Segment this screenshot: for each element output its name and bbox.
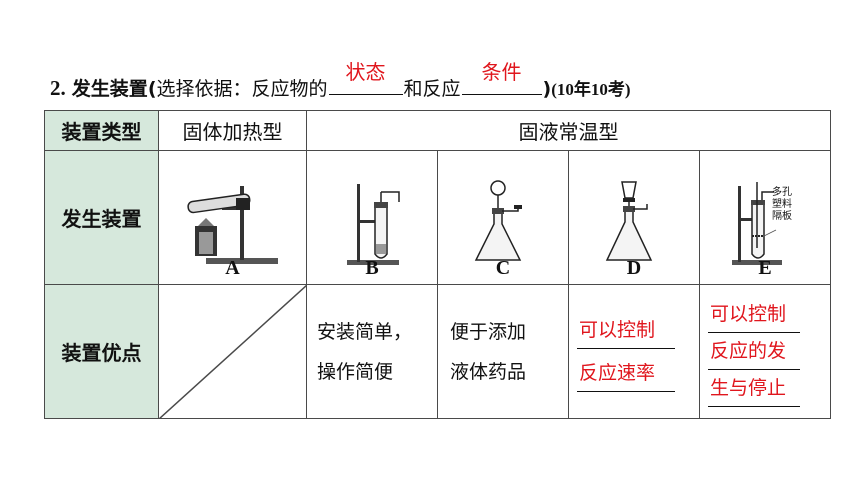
blank-condition: 条件 <box>461 60 542 95</box>
apparatus-d-diagram <box>605 180 653 261</box>
label-e: E <box>758 257 772 279</box>
row-header-type: 装置类型 <box>44 110 159 151</box>
section-title: 发生装置 <box>71 78 148 100</box>
apparatus-b: B <box>306 150 438 285</box>
apparatus-e: 多孔 塑料 隔板 E <box>699 150 831 285</box>
porous-plate-note: 多孔 塑料 隔板 <box>772 187 792 222</box>
apparatus-e-diagram <box>732 181 782 265</box>
middle-text: 和反应 <box>403 78 461 100</box>
apparatus-c-diagram <box>474 179 522 261</box>
answer-state: 状态 <box>345 60 386 84</box>
blank-state: 状态 <box>328 60 403 95</box>
apparatus-b-diagram <box>347 183 400 265</box>
section-heading: 2. 发生装置(选择依据：反应物的状态和反应条件)(10年10考) <box>50 60 850 108</box>
row-header-advantages: 装置优点 <box>44 284 159 419</box>
advantage-e: 可以控制 反应的发 生与停止 <box>699 284 831 419</box>
label-c: C <box>495 257 511 279</box>
advantage-b: 安装简单， 操作简便 <box>306 284 438 419</box>
apparatus-table: 装置类型 固体加热型 固液常温型 发生装置 A <box>44 110 831 419</box>
row-header-apparatus: 发生装置 <box>44 150 159 285</box>
type-solid-liquid: 固液常温型 <box>306 110 831 151</box>
label-b: B <box>365 257 379 279</box>
apparatus-c: C <box>437 150 569 285</box>
exam-note: (10年10考) <box>551 80 631 99</box>
diagonal-slash <box>159 285 307 419</box>
advantage-d: 可以控制 反应速率 <box>568 284 700 419</box>
section-number: 2. <box>50 76 66 100</box>
apparatus-d: D <box>568 150 700 285</box>
label-a: A <box>225 257 240 279</box>
answer-condition: 条件 <box>481 60 522 84</box>
label-d: D <box>626 257 642 279</box>
apparatus-a-diagram <box>186 185 278 264</box>
type-solid-heating: 固体加热型 <box>158 110 307 151</box>
basis-text: 选择依据：反应物的 <box>156 78 328 100</box>
apparatus-a: A <box>158 150 307 285</box>
advantage-a-empty <box>158 284 307 419</box>
advantage-c: 便于添加 液体药品 <box>437 284 569 419</box>
